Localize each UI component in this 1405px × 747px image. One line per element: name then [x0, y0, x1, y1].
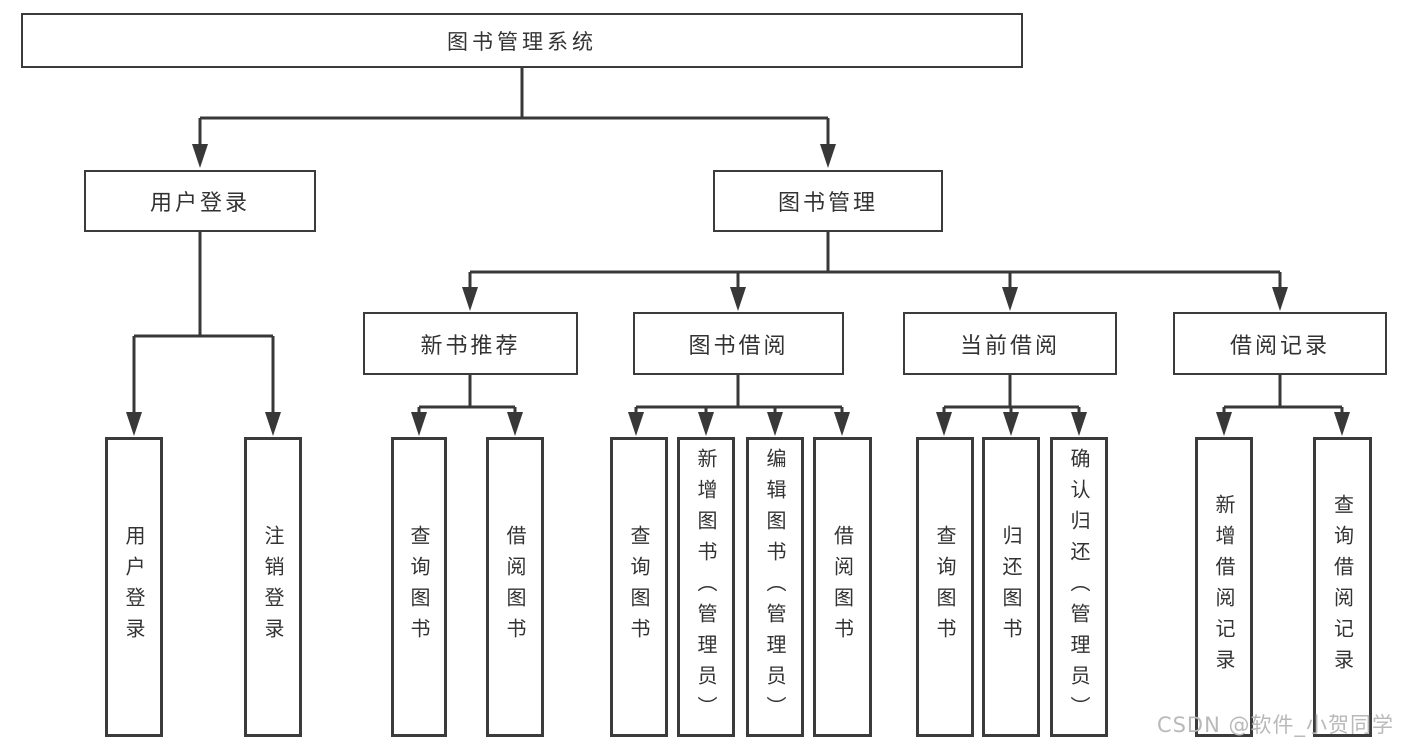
- connector-book-management-group: [462, 232, 1288, 311]
- leaf-edit-book-admin: 编辑图书（管理员）: [746, 437, 804, 737]
- csdn-watermark: CSDN @软件_小贺同学: [1156, 713, 1394, 737]
- connector-current-borrow-group: [936, 375, 1087, 436]
- connector-user-login-group: [126, 232, 281, 436]
- leaf-query-books-borrow: 查询图书: [610, 437, 668, 737]
- leaf-add-book-admin: 新增图书（管理员）: [677, 437, 735, 737]
- leaf-query-books-current: 查询图书: [916, 437, 974, 737]
- node-new-book-recommend: 新书推荐: [363, 312, 578, 375]
- leaf-borrow-books-recommend: 借阅图书: [486, 437, 544, 737]
- leaf-add-borrow-record: 新增借阅记录: [1195, 437, 1253, 737]
- node-book-borrow: 图书借阅: [633, 312, 844, 375]
- node-book-management: 图书管理: [713, 170, 943, 232]
- node-borrow-records: 借阅记录: [1173, 312, 1387, 375]
- connector-new-book-group: [411, 375, 523, 436]
- node-root-library-system: 图书管理系统: [21, 13, 1023, 68]
- connector-borrow-record-group: [1216, 375, 1350, 436]
- node-user-login: 用户登录: [84, 170, 316, 232]
- connector-book-borrow-group: [628, 375, 850, 436]
- leaf-logout: 注销登录: [244, 437, 302, 737]
- connector-root-to-level2: [192, 68, 836, 168]
- node-current-borrow: 当前借阅: [903, 312, 1117, 375]
- leaf-borrow-books-borrow: 借阅图书: [813, 437, 872, 737]
- leaf-query-books-recommend: 查询图书: [391, 437, 447, 737]
- leaf-return-book: 归还图书: [982, 437, 1040, 737]
- leaf-user-login: 用户登录: [105, 437, 163, 737]
- leaf-confirm-return-admin: 确认归还（管理员）: [1050, 437, 1108, 737]
- leaf-query-borrow-record: 查询借阅记录: [1313, 437, 1372, 737]
